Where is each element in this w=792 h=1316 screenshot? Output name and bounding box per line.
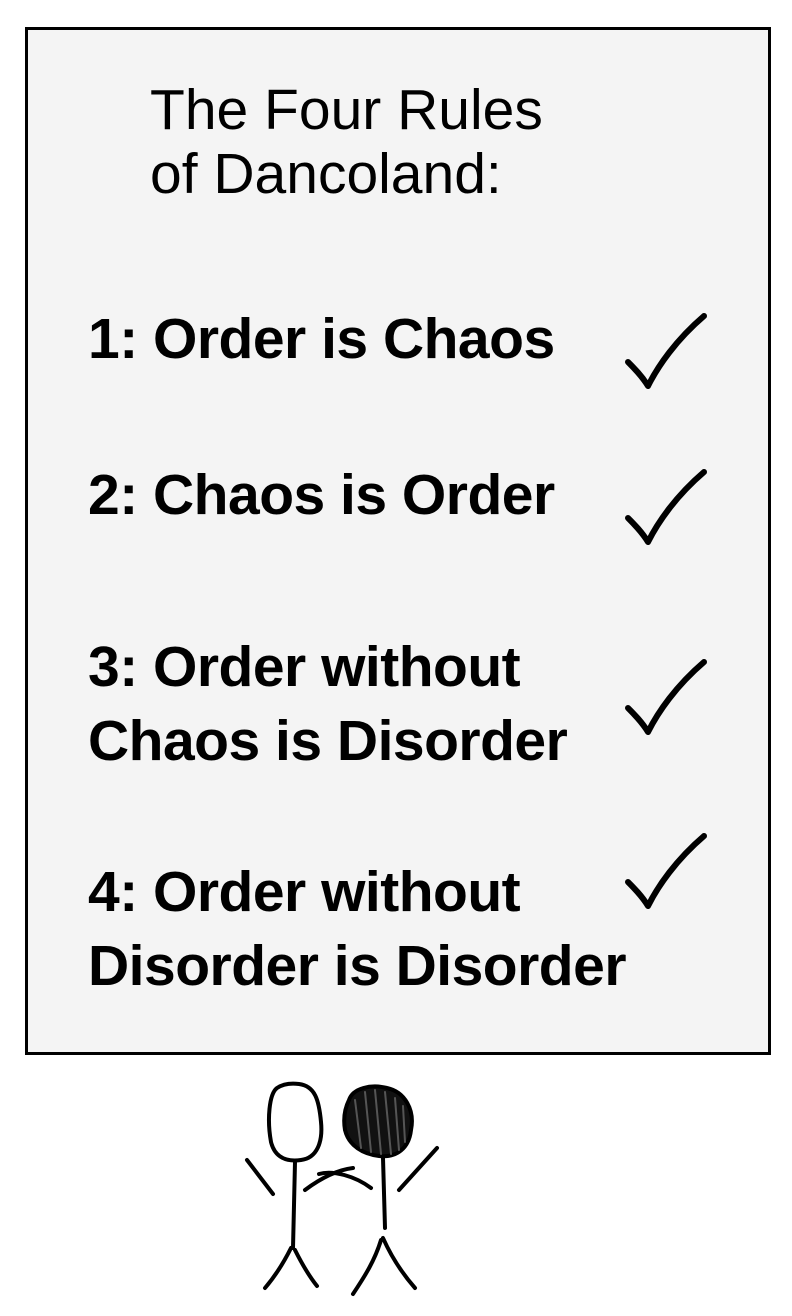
- checkmark-icon: [625, 469, 707, 545]
- two-stick-figures-illustration: [245, 1081, 439, 1296]
- rule-1-line-1: 1: Order is Chaos: [88, 307, 555, 371]
- figure-left-head: [267, 1081, 324, 1163]
- stick-figure-right: [317, 1084, 439, 1296]
- figure-right-leg-left: [351, 1238, 383, 1296]
- figure-right-arm-right: [397, 1146, 439, 1192]
- sign-title-line-2: of Dancoland:: [150, 142, 502, 206]
- rule-4: 4: Order without Disorder is Disorder: [88, 855, 627, 1003]
- figure-left-leg-right: [293, 1248, 319, 1288]
- figure-right-leg-right: [381, 1236, 417, 1290]
- rule-2: 2: Chaos is Order: [88, 458, 555, 532]
- figure-left-arm-left: [245, 1158, 275, 1196]
- rule-3-line-1: 3: Order without: [88, 635, 521, 699]
- rule-3-line-2: Chaos is Disorder: [88, 709, 568, 773]
- sign-title-line-1: The Four Rules: [150, 78, 543, 142]
- checkmark-icon: [625, 659, 707, 735]
- rule-4-line-2: Disorder is Disorder: [88, 934, 627, 998]
- figure-right-hair-strokes: [354, 1089, 406, 1155]
- figure-left-leg-left: [263, 1246, 293, 1290]
- figure-left-body: [291, 1160, 297, 1250]
- checkmark-icon: [625, 313, 707, 389]
- stick-figure-left: [245, 1081, 355, 1290]
- rule-2-line-1: 2: Chaos is Order: [88, 463, 555, 527]
- rule-4-line-1: 4: Order without: [88, 860, 521, 924]
- figure-left-arm-right: [303, 1166, 355, 1192]
- figure-right-arm-left: [317, 1170, 373, 1190]
- rule-1: 1: Order is Chaos: [88, 302, 555, 376]
- figure-right-body: [381, 1156, 387, 1230]
- rule-3: 3: Order without Chaos is Disorder: [88, 630, 568, 778]
- sign-title: The Four Rules of Dancoland:: [150, 78, 710, 206]
- checkmark-icon: [625, 833, 707, 909]
